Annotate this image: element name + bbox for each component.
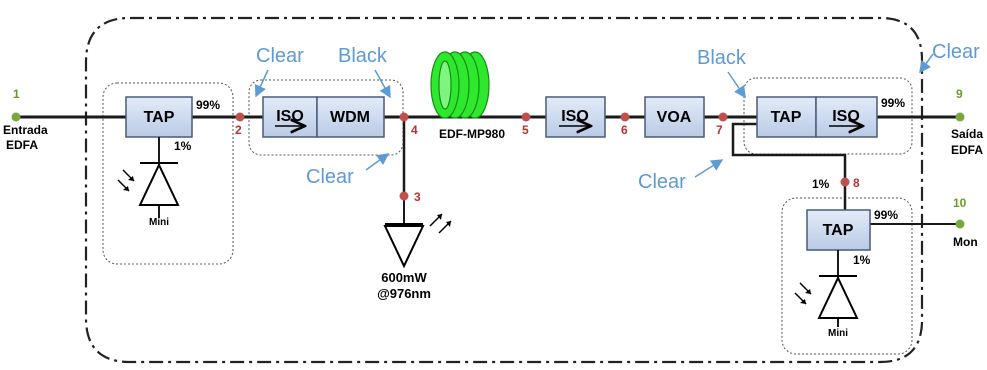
monitor-branch bbox=[731, 122, 847, 210]
output-label-2: EDFA bbox=[951, 143, 983, 157]
node-4 bbox=[399, 112, 409, 122]
node-6 bbox=[620, 112, 630, 122]
tap3-label: TAP bbox=[823, 222, 854, 239]
note-arrow-3 bbox=[365, 153, 390, 171]
tap1-main-ratio: 99% bbox=[196, 98, 220, 112]
tap1: TAP bbox=[125, 96, 193, 138]
port-3: 3 bbox=[414, 190, 421, 204]
tap2: TAP bbox=[756, 96, 817, 138]
detector2-label: Mini bbox=[828, 328, 848, 339]
note-clear-top-left: Clear bbox=[256, 45, 304, 67]
node-8 bbox=[840, 177, 850, 187]
port-2: 2 bbox=[235, 123, 242, 137]
group-tap1 bbox=[102, 82, 234, 265]
input-label-1: Entrada bbox=[3, 123, 48, 137]
note-arrow-2 bbox=[374, 69, 391, 99]
voa-label: VOA bbox=[657, 109, 692, 126]
port-10: 10 bbox=[953, 196, 967, 210]
port-4: 4 bbox=[411, 123, 418, 137]
pump-wavelength-label: @976nm bbox=[377, 286, 431, 301]
iso1-label: ISO bbox=[276, 108, 304, 125]
input-label-2: EDFA bbox=[6, 138, 38, 152]
note-clear-bottom-left: Clear bbox=[306, 166, 354, 188]
iso3-label: ISO bbox=[832, 108, 860, 125]
port-6: 6 bbox=[621, 123, 628, 137]
output-label-1: Saída bbox=[951, 127, 983, 141]
pump-power-label: 600mW bbox=[381, 270, 427, 285]
tap3-main-ratio: 99% bbox=[874, 208, 898, 222]
wdm: WDM bbox=[316, 96, 385, 138]
node-10 bbox=[955, 219, 965, 229]
note-clear-top-right: Clear bbox=[932, 41, 980, 63]
pump-branch bbox=[384, 115, 406, 196]
iso1: ISO bbox=[262, 96, 318, 138]
group-tap3 bbox=[781, 197, 913, 355]
node-2 bbox=[235, 112, 245, 122]
tap2-drop-ratio: 1% bbox=[812, 177, 830, 191]
tap2-label: TAP bbox=[771, 109, 802, 126]
tap1-label: TAP bbox=[144, 109, 175, 126]
voa: VOA bbox=[644, 96, 705, 138]
note-black-top-left: Black bbox=[338, 45, 388, 67]
node-5 bbox=[521, 112, 531, 122]
note-arrow-4 bbox=[727, 71, 746, 99]
port-1: 1 bbox=[13, 87, 20, 101]
tap2-main-ratio: 99% bbox=[881, 96, 905, 110]
port-9: 9 bbox=[956, 87, 963, 101]
monitor-label: Mon bbox=[953, 235, 978, 249]
photodetector-2-icon bbox=[794, 275, 859, 319]
fiber-label: EDF-MP980 bbox=[439, 127, 505, 141]
port-8: 8 bbox=[853, 176, 860, 190]
node-7 bbox=[718, 112, 728, 122]
iso3: ISO bbox=[815, 96, 878, 138]
node-9 bbox=[955, 112, 965, 122]
tap3-drop-ratio: 1% bbox=[853, 253, 871, 267]
photodetector-1-icon bbox=[117, 162, 180, 206]
iso2-label: ISO bbox=[561, 108, 589, 125]
wdm-label: WDM bbox=[330, 109, 370, 126]
edfa-enclosure bbox=[84, 16, 924, 364]
edf-coil-icon bbox=[430, 51, 490, 119]
port-5: 5 bbox=[522, 123, 529, 137]
note-arrow-1 bbox=[254, 69, 269, 98]
pump-laser-icon bbox=[383, 213, 452, 269]
note-arrow-5 bbox=[919, 53, 934, 74]
port-7: 7 bbox=[716, 123, 723, 137]
iso2: ISO bbox=[545, 96, 606, 138]
port-nodes bbox=[11, 112, 965, 229]
tap3: TAP bbox=[806, 209, 871, 251]
detector1-label: Mini bbox=[149, 217, 169, 228]
note-arrow-6 bbox=[694, 159, 724, 178]
node-3 bbox=[399, 191, 409, 201]
tap1-drop-ratio: 1% bbox=[174, 139, 192, 153]
node-1 bbox=[11, 112, 21, 122]
note-black-top-right: Black bbox=[697, 47, 747, 69]
note-clear-bottom-right: Clear bbox=[638, 171, 686, 193]
